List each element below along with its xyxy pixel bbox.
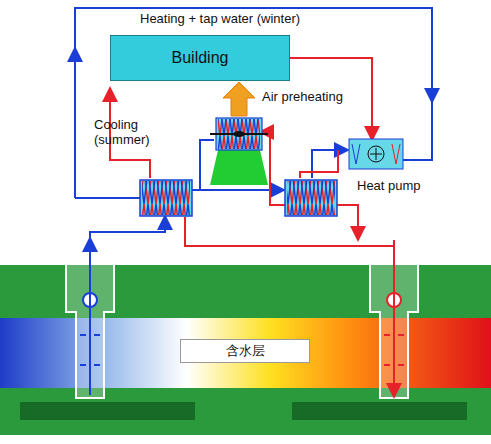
pipe-label: Heating + tap water (winter) [140,12,400,27]
heat-pump-symbol [348,138,404,170]
pipe-label: Cooling (summer) [94,118,160,148]
node-text: Building [172,49,229,67]
aquifer-label: 含水层 [180,339,310,363]
node-text: Heat pump [357,178,421,193]
process-label: Air preheating [262,90,372,105]
heat-pump: Heat pump [345,138,470,198]
building-box: Building [110,35,290,81]
node-text: 含水层 [226,342,265,360]
